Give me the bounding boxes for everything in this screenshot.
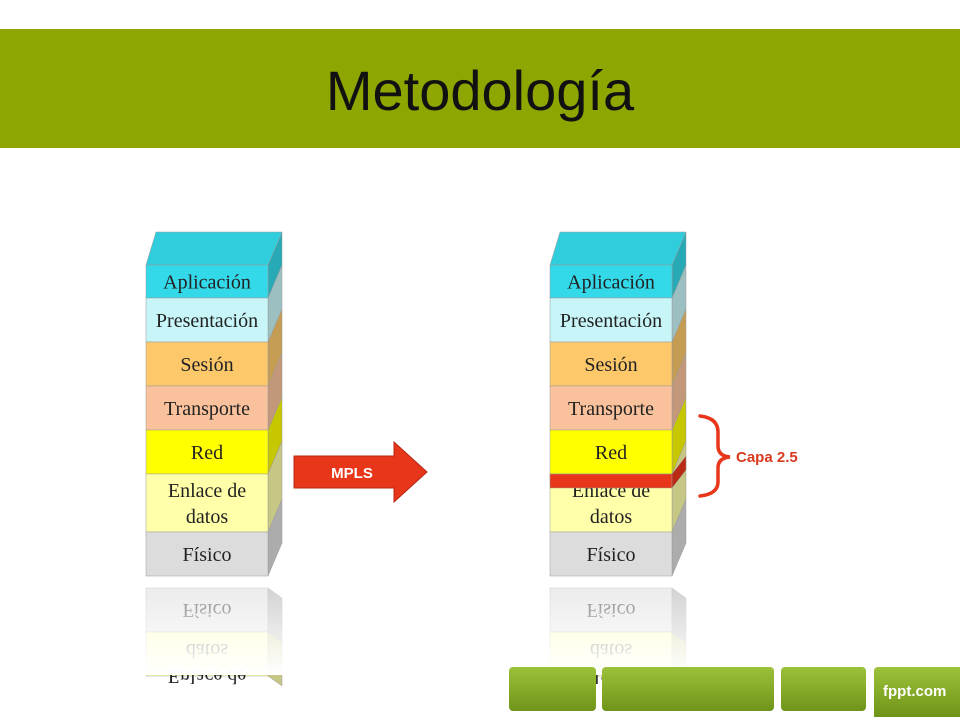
layer-label: Transporte: [164, 398, 250, 420]
layer-label: Aplicación: [567, 272, 655, 294]
layer-block-7: [549, 531, 673, 577]
layer-label: Red: [595, 442, 627, 464]
mpls-inserted-side: [671, 455, 687, 489]
footer-block-1: [509, 667, 596, 711]
mpls-arrow-shape: [293, 440, 428, 504]
right-osi-stack: AplicaciónPresentaciónSesiónTransporteRe…: [549, 231, 687, 577]
layer-label: datos: [590, 506, 632, 528]
layer-block-5: [549, 429, 673, 475]
stack-top-face: [549, 231, 687, 266]
capa-brace-shape: [698, 414, 731, 498]
layer-block-1: [145, 264, 269, 299]
layer-block-1: [549, 264, 673, 299]
layer-block-5: [145, 429, 269, 475]
footer-block-2: [602, 667, 774, 711]
layer-block-4: [145, 385, 269, 431]
layer-label: Transporte: [568, 398, 654, 420]
layer-block-3: [145, 341, 269, 387]
layer-label: Físico: [587, 544, 636, 566]
layer-label: Red: [191, 442, 223, 464]
layer-block-3: [549, 341, 673, 387]
mpls-arrow: MPLS: [293, 440, 428, 504]
footer-logo: fppt.com: [874, 667, 960, 717]
footer-block-3: [781, 667, 866, 711]
layer-label: Presentación: [560, 310, 662, 332]
layer-label: Físico: [183, 544, 232, 566]
capa-brace: Capa 2.5: [698, 414, 798, 498]
mpls-arrow-label: MPLS: [331, 465, 373, 482]
layer-label: Presentación: [156, 310, 258, 332]
slide-title: Metodología: [325, 59, 635, 122]
layer-label: Enlace de: [168, 480, 246, 502]
mpls-inserted-layer: [549, 473, 673, 489]
layer-label: Sesión: [180, 354, 233, 376]
capa-label: Capa 2.5: [736, 449, 798, 466]
layer-label: datos: [186, 506, 228, 528]
layer-block-6: [145, 473, 269, 533]
layer-label: Sesión: [584, 354, 637, 376]
layer-block-2: [145, 297, 269, 343]
layer-block-2: [549, 297, 673, 343]
footer-logo-text: fppt.com: [883, 683, 947, 700]
reflection-fade: [130, 585, 710, 675]
stack-top-face: [145, 231, 283, 266]
left-osi-stack: AplicaciónPresentaciónSesiónTransporteRe…: [145, 231, 283, 577]
layer-label: Aplicación: [163, 272, 251, 294]
layer-block-7: [145, 531, 269, 577]
title-banner: [0, 29, 960, 148]
